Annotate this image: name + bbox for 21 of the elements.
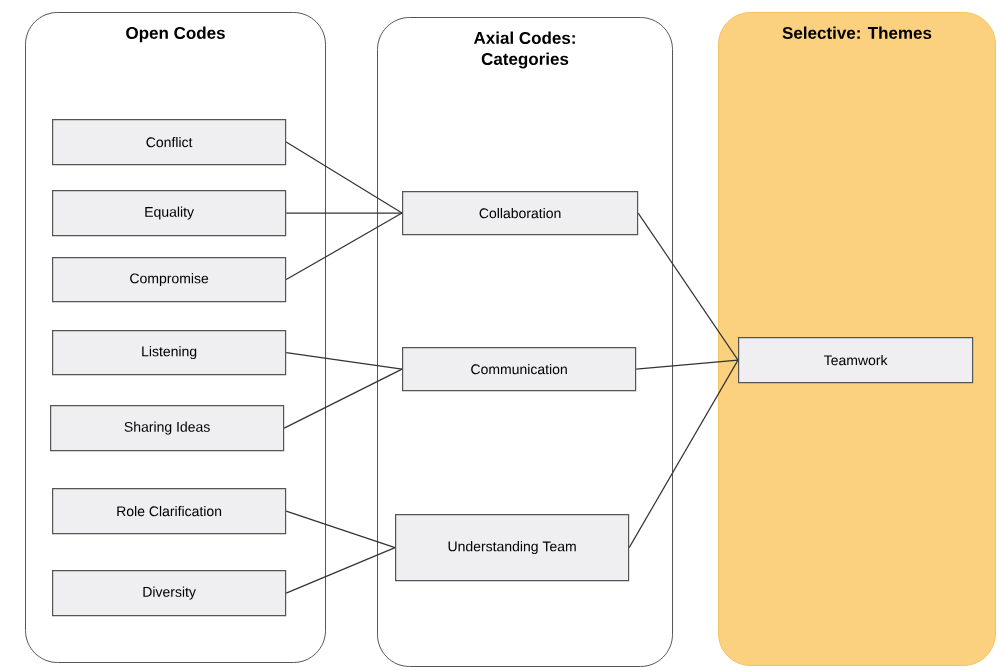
connector-line bbox=[635, 359, 739, 370]
code-box: Role Clarification bbox=[52, 488, 287, 535]
code-box: Collaboration bbox=[402, 191, 639, 236]
code-box: Equality bbox=[52, 190, 287, 237]
connector-line bbox=[285, 212, 403, 281]
code-box: Diversity bbox=[52, 570, 287, 617]
connector-line bbox=[637, 212, 739, 361]
code-box: Sharing Ideas bbox=[50, 405, 285, 452]
code-box: Teamwork bbox=[738, 337, 974, 384]
code-box: Understanding Team bbox=[395, 514, 630, 582]
connector-line bbox=[285, 547, 396, 594]
connector-line bbox=[285, 510, 396, 549]
code-box: Listening bbox=[52, 330, 287, 376]
code-box: Communication bbox=[402, 347, 637, 392]
connector-line bbox=[285, 141, 403, 214]
code-box: Conflict bbox=[52, 119, 287, 166]
connector-line bbox=[283, 368, 403, 429]
connector-line bbox=[285, 212, 403, 214]
connector-line bbox=[628, 359, 739, 549]
code-box: Compromise bbox=[52, 257, 287, 303]
connector-line bbox=[285, 352, 403, 370]
